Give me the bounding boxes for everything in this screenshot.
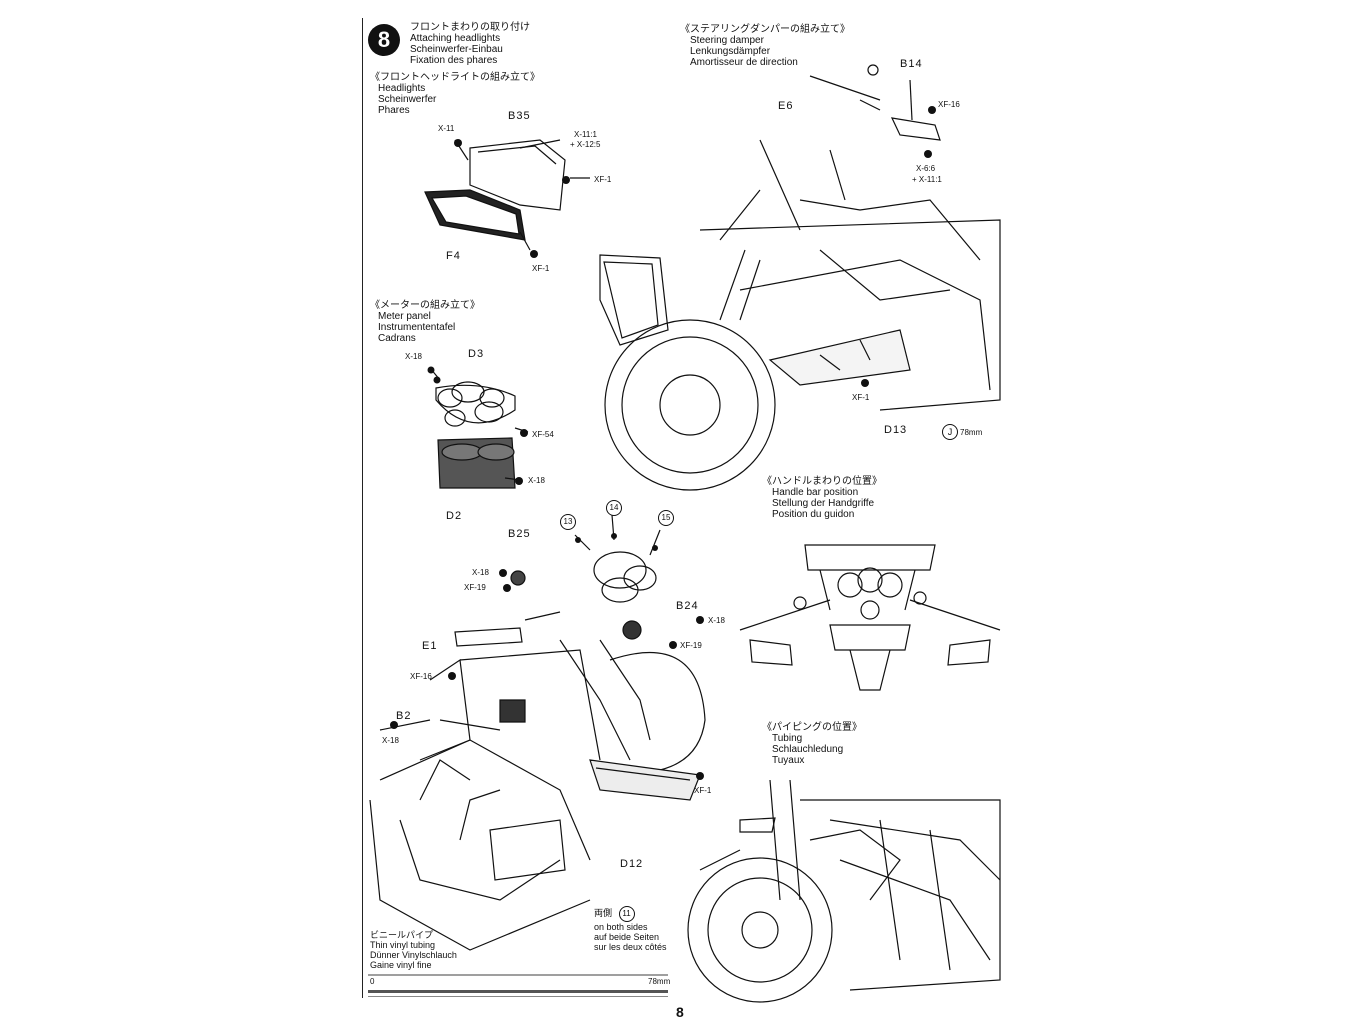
label-d13: D13 <box>884 424 908 436</box>
label-b2: B2 <box>396 710 412 722</box>
headlights-caption: 《フロントヘッドライトの組み立て》 Headlights Scheinwerfe… <box>370 72 540 116</box>
meter-de: Instrumententafel <box>378 322 456 333</box>
vinyl-jp: ビニールパイプ <box>370 930 434 940</box>
label-xf1-headlight: XF-1 <box>594 175 612 184</box>
steering-drawing <box>599 64 1001 491</box>
ref-13: 13 <box>560 514 576 530</box>
handle-title-jp: 《ハンドルまわりの位置》 <box>762 476 882 487</box>
steering-de: Lenkungsdämpfer <box>690 46 771 57</box>
meter-title-jp: 《メーターの組み立て》 <box>370 300 480 311</box>
headlights-en: Headlights <box>378 83 426 94</box>
vinyl-fr: Gaine vinyl fine <box>370 960 432 970</box>
step-number-badge: 8 <box>368 24 400 56</box>
both-sides-jp: 両側 <box>594 908 613 918</box>
label-d12: D12 <box>620 858 644 870</box>
vinyl-tubing-note: ビニールパイプ Thin vinyl tubing Dünner Vinylsc… <box>370 930 457 970</box>
label-f4: F4 <box>446 250 461 262</box>
label-xf1-main: XF-1 <box>694 786 712 795</box>
step-title: フロントまわりの取り付け Attaching headlights Schein… <box>410 22 530 66</box>
label-xf16-main: XF-16 <box>410 672 432 681</box>
headlight-drawing <box>424 139 590 251</box>
vinyl-en: Thin vinyl tubing <box>370 940 436 950</box>
steering-en: Steering damper <box>690 35 764 46</box>
label-xf54: XF-54 <box>532 430 554 439</box>
label-xf1-steering: XF-1 <box>852 393 870 402</box>
label-xf19-main: XF-19 <box>464 583 486 592</box>
vinyl-ruler <box>368 990 668 993</box>
tubing-caption: 《パイピングの位置》 Tubing Schlauchledung Tuyaux <box>762 722 862 766</box>
label-d3: D3 <box>468 348 485 360</box>
label-x11-1-steering: + X-11:1 <box>912 175 942 184</box>
vinyl-de: Dünner Vinylschlauch <box>370 950 457 960</box>
meter-en: Meter panel <box>378 311 431 322</box>
step-title-en: Attaching headlights <box>410 33 501 44</box>
steering-title-jp: 《ステアリングダンパーの組み立て》 <box>680 24 850 35</box>
label-x18-main-2: X-18 <box>708 616 725 625</box>
label-x18-meter-2: X-18 <box>528 476 545 485</box>
both-sides-fr: sur les deux côtés <box>594 942 667 952</box>
headlights-de: Scheinwerfer <box>378 94 437 105</box>
both-sides-de: auf beide Seiten <box>594 932 660 942</box>
ruler-zero: 0 <box>370 977 375 986</box>
label-j-length: 78mm <box>960 428 983 437</box>
main-assembly-drawing <box>369 514 706 951</box>
label-xf19-main-2: XF-19 <box>680 641 702 650</box>
headlights-title-jp: 《フロントヘッドライトの組み立て》 <box>370 72 540 83</box>
ref-11: 11 <box>618 906 635 922</box>
ruler-length: 78mm <box>648 977 671 986</box>
handle-de: Stellung der Handgriffe <box>772 498 875 509</box>
label-x11: X-11 <box>438 124 455 133</box>
handle-caption: 《ハンドルまわりの位置》 Handle bar position Stellun… <box>762 476 882 520</box>
fasteners <box>390 106 936 780</box>
step-title-de: Scheinwerfer-Einbau <box>410 44 503 55</box>
steering-caption: 《ステアリングダンパーの組み立て》 Steering damper Lenkun… <box>680 24 850 68</box>
label-b25: B25 <box>508 528 531 540</box>
label-e1: E1 <box>422 640 438 652</box>
meter-caption: 《メーターの組み立て》 Meter panel Instrumententafe… <box>370 300 480 344</box>
label-b14: B14 <box>900 58 923 70</box>
step-title-fr: Fixation des phares <box>410 55 498 66</box>
both-sides-note: 両側 11 on both sides auf beide Seiten sur… <box>594 906 667 952</box>
label-x11-1: X-11:1 <box>574 130 597 139</box>
tubing-fr: Tuyaux <box>772 755 805 766</box>
label-b24: B24 <box>676 600 699 612</box>
tubing-en: Tubing <box>772 733 803 744</box>
tubing-de: Schlauchledung <box>772 744 844 755</box>
tubing-title-jp: 《パイピングの位置》 <box>762 722 862 733</box>
handle-fr: Position du guidon <box>772 509 855 520</box>
label-j-circle: J <box>942 424 958 440</box>
step-title-jp: フロントまわりの取り付け <box>410 22 530 33</box>
label-x18-meter: X-18 <box>405 352 422 361</box>
meter-drawing <box>429 367 529 489</box>
vinyl-ruler-line <box>368 996 668 997</box>
label-x18-main: X-18 <box>472 568 489 577</box>
tubing-drawing <box>687 779 1001 1003</box>
ref-15: 15 <box>658 510 674 526</box>
ref-14: 14 <box>606 500 622 516</box>
meter-fr: Cadrans <box>378 333 416 344</box>
label-xf16-steering: XF-16 <box>938 100 960 109</box>
label-d2: D2 <box>446 510 463 522</box>
steering-fr: Amortisseur de direction <box>690 57 798 68</box>
label-x12-5: + X-12:5 <box>570 140 601 149</box>
handle-en: Handle bar position <box>772 487 859 498</box>
page-border <box>362 18 363 998</box>
label-b35: B35 <box>508 110 531 122</box>
both-sides-en: on both sides <box>594 922 648 932</box>
label-e6: E6 <box>778 100 794 112</box>
label-x18-main-3: X-18 <box>382 736 399 745</box>
headlights-fr: Phares <box>378 105 410 116</box>
label-x6-6: X-6:6 <box>916 164 936 173</box>
page-number: 8 <box>676 1004 684 1020</box>
label-xf1-headlight-2: XF-1 <box>532 264 550 273</box>
handlebar-drawing <box>739 544 1001 691</box>
